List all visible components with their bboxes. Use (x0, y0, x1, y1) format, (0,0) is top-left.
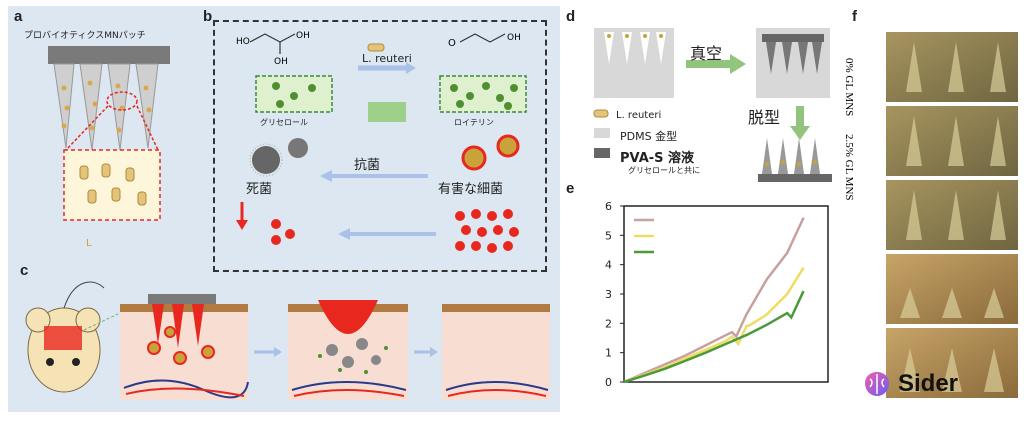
panel-label-e: e (566, 180, 575, 197)
glycerol-label: グリセロール (260, 118, 308, 127)
bacteria-marker-label: L (86, 238, 92, 249)
svg-text:HO: HO (236, 37, 250, 47)
microneedle-patch-title: プロバイオティクスMNパッチ (24, 31, 146, 41)
harmful-bacteria-label: 有害な細菌 (438, 182, 504, 197)
antibacterial-label: 抗菌 (354, 158, 381, 173)
mechanism-box (213, 20, 547, 272)
legend-note: グリセロールと共に (628, 166, 700, 175)
demold-label: 脱型 (748, 108, 781, 127)
force-displacement-chart: 0 1 2 3 4 5 6 (605, 200, 829, 389)
watermark-text: Sider (898, 370, 959, 397)
row-label-2-5-gl: 2.5% GL MNS (843, 134, 855, 201)
skin-application-illustration (25, 281, 550, 400)
fabrication-diagram (593, 28, 832, 182)
series-line-1 (623, 266, 805, 384)
reuterin-label: ロイテリン (454, 118, 494, 127)
mechanism-illustration: HO OH OH O OH (236, 31, 527, 253)
svg-text:OH: OH (274, 57, 288, 67)
y-tick-label-2: 2 (605, 317, 612, 330)
svg-text:OH: OH (296, 31, 310, 41)
microneedle-patch-illustration (48, 46, 170, 221)
dead-bacteria-label: 死菌 (246, 182, 273, 197)
y-tick-label-6: 6 (605, 200, 612, 213)
panel-label-a: a (14, 8, 23, 25)
bacteria-label-b: L. reuteri (362, 52, 412, 65)
panel-label-b: b (203, 8, 213, 25)
y-tick-label-5: 5 (605, 229, 612, 242)
y-tick-label-4: 4 (605, 259, 612, 272)
series-line-0 (623, 217, 805, 384)
series-line-2 (623, 290, 805, 384)
y-tick-label-0: 0 (605, 376, 612, 389)
row-label-0-gl: 0% GL MNS (843, 58, 855, 117)
legend-pva-solution: PVA-S 溶液 (620, 151, 695, 166)
y-tick-label-3: 3 (605, 288, 612, 301)
svg-text:OH: OH (507, 33, 521, 43)
legend-pdms-mold: PDMS 金型 (620, 130, 678, 143)
sider-watermark: Sider (862, 364, 1012, 404)
panel-label-f: f (852, 8, 857, 25)
y-tick-label-1: 1 (605, 347, 612, 360)
svg-text:O: O (448, 38, 456, 49)
microscopy-images (886, 32, 1018, 398)
panel-label-d: d (566, 8, 576, 25)
legend-bacteria: L. reuteri (616, 110, 662, 121)
brain-logo-icon (865, 372, 889, 396)
panel-label-c: c (20, 262, 29, 279)
vacuum-label: 真空 (690, 44, 723, 63)
